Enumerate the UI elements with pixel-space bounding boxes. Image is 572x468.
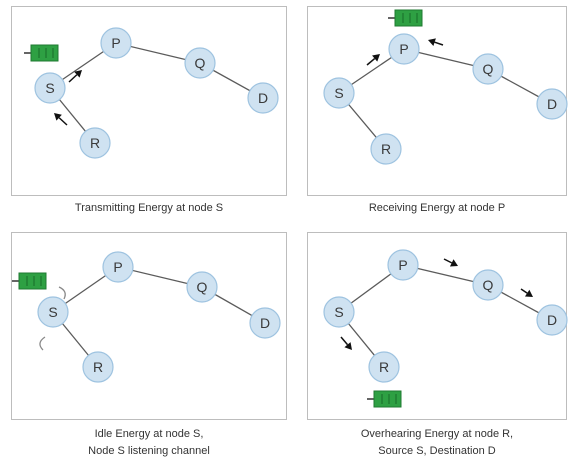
panel-receiving: S P Q D R (307, 6, 568, 196)
battery-icon (388, 9, 423, 27)
svg-text:D: D (258, 90, 268, 106)
svg-text:D: D (547, 312, 557, 328)
battery-icon (367, 390, 402, 408)
arrow-icon (340, 336, 352, 350)
node-q: Q (184, 47, 216, 79)
node-p: P (388, 33, 420, 65)
caption-line: Source S, Destination D (378, 445, 496, 457)
node-r: R (368, 351, 400, 383)
svg-text:R: R (90, 135, 100, 151)
panel-overhearing: S P Q D R (307, 232, 568, 420)
caption-receiving: Receiving Energy at node P (307, 200, 567, 217)
svg-text:S: S (334, 85, 343, 101)
svg-text:D: D (547, 96, 557, 112)
node-r: R (79, 127, 111, 159)
panel-idle: S P Q D R (11, 232, 287, 420)
caption-idle: Idle Energy at node S, Node S listening … (11, 426, 287, 460)
node-p: P (387, 249, 419, 281)
svg-text:P: P (399, 41, 408, 57)
edges (49, 42, 264, 144)
arrow-icon (428, 38, 444, 47)
node-q: Q (186, 271, 218, 303)
svg-text:Q: Q (195, 55, 206, 71)
signal-wave-icon (58, 286, 66, 300)
caption-overhearing: Overhearing Energy at node R, Source S, … (307, 426, 567, 460)
network-diagram-overhearing: S P Q D R (323, 249, 568, 408)
caption-line: Overhearing Energy at node R, (360, 428, 514, 440)
svg-text:Q: Q (483, 61, 494, 77)
caption-line: Receiving Energy at node P (368, 202, 506, 214)
arrow-icon (54, 113, 68, 126)
edges (52, 266, 266, 368)
arrow-icon (366, 54, 380, 66)
battery-icon (24, 44, 59, 62)
node-s: S (323, 296, 355, 328)
svg-text:R: R (93, 359, 103, 375)
svg-text:Q: Q (197, 279, 208, 295)
node-d: D (536, 304, 568, 336)
svg-text:P: P (398, 257, 407, 273)
node-q: Q (472, 53, 504, 85)
node-p: P (100, 27, 132, 59)
svg-text:R: R (379, 359, 389, 375)
edges (338, 48, 553, 150)
arrow-icon (443, 258, 458, 267)
svg-text:Q: Q (483, 277, 494, 293)
network-diagram-receiving: S P Q D R (323, 9, 568, 165)
network-diagram-idle: S P Q D R (12, 251, 281, 383)
svg-text:D: D (260, 315, 270, 331)
arrow-icon (520, 288, 533, 297)
caption-line: Node S listening channel (88, 445, 210, 457)
node-q: Q (472, 269, 504, 301)
caption-transmitting: Transmitting Energy at node S (11, 200, 287, 217)
signal-wave-icon (39, 336, 46, 351)
node-p: P (102, 251, 134, 283)
svg-text:P: P (111, 35, 120, 51)
node-d: D (249, 307, 281, 339)
node-s: S (34, 72, 66, 104)
svg-text:S: S (48, 304, 57, 320)
svg-text:S: S (45, 80, 54, 96)
edges (338, 264, 553, 368)
svg-text:R: R (381, 141, 391, 157)
node-r: R (82, 351, 114, 383)
caption-line: Transmitting Energy at node S (74, 202, 224, 214)
caption-line: Idle Energy at node S, (94, 428, 204, 440)
svg-text:S: S (334, 304, 343, 320)
node-d: D (536, 88, 568, 120)
node-s: S (323, 77, 355, 109)
svg-text:P: P (113, 259, 122, 275)
node-s: S (37, 296, 69, 328)
arrow-icon (68, 70, 82, 83)
network-diagram-transmitting: S P Q D R (24, 27, 279, 159)
panel-transmitting: S P Q D R (11, 6, 287, 196)
battery-icon (12, 272, 47, 290)
node-r: R (370, 133, 402, 165)
node-d: D (247, 82, 279, 114)
